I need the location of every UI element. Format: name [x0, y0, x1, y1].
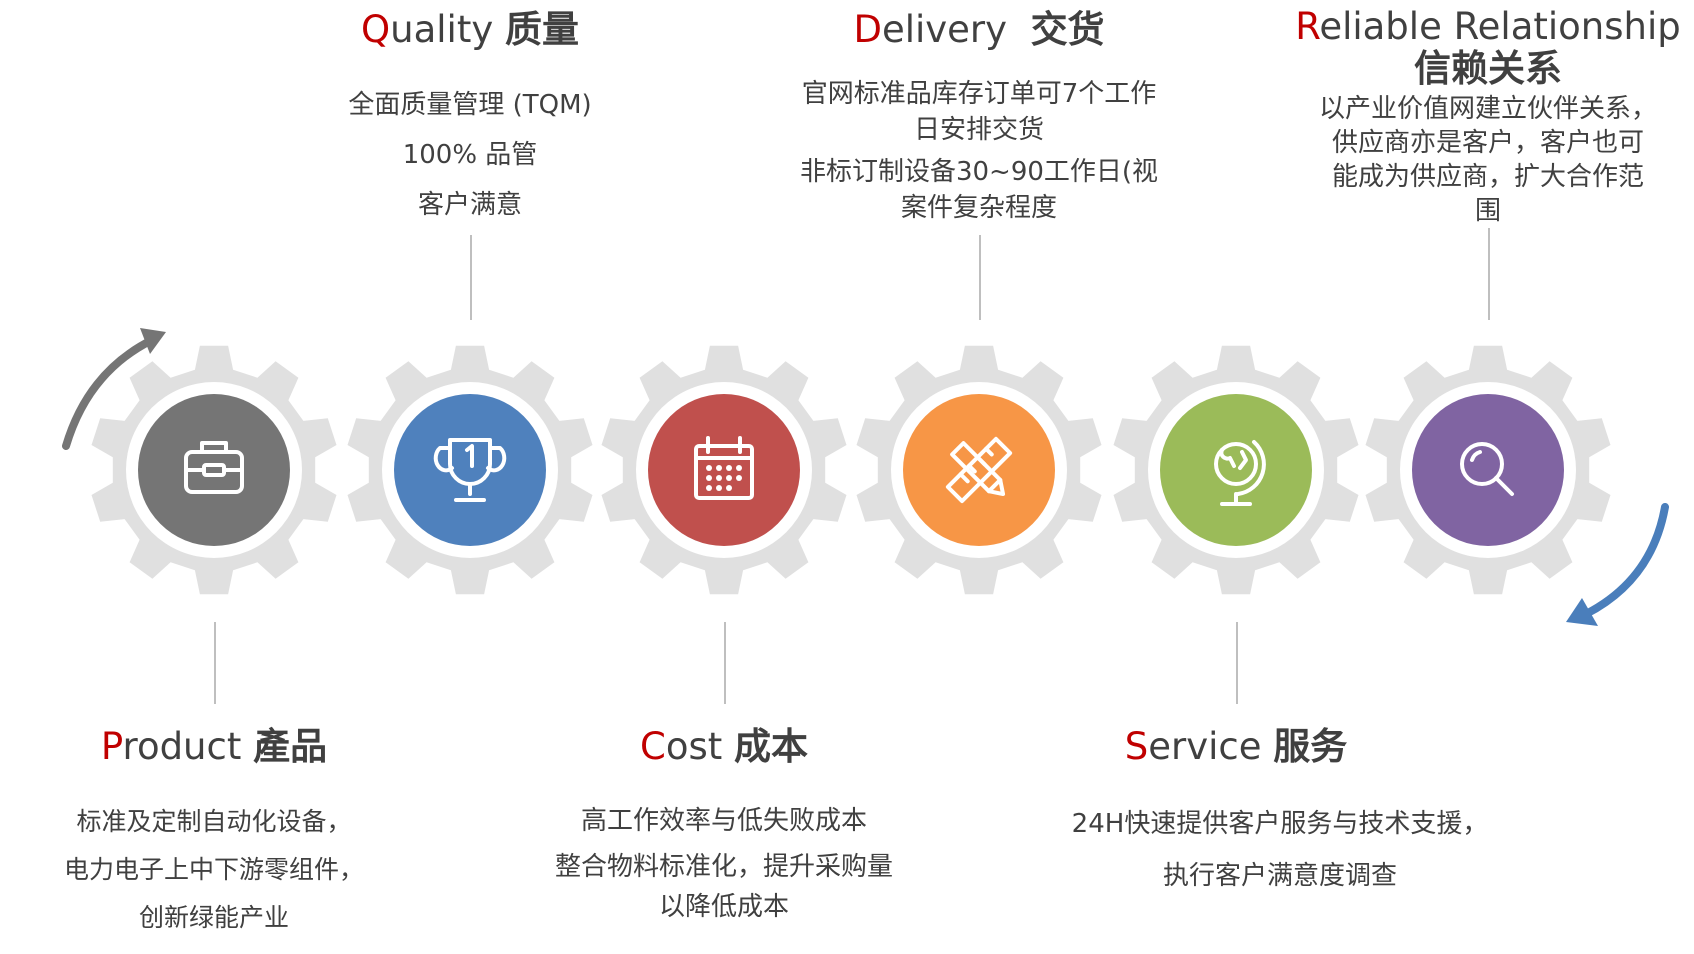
connector-relationship	[1488, 228, 1490, 320]
product-description: 标准及定制自动化设备， 电力电子上中下游零组件， 创新绿能产业	[64, 798, 364, 942]
relationship-line-2: 供应商亦是客户，客户也可	[1331, 128, 1645, 158]
product-gear	[91, 345, 337, 595]
cost-gear	[601, 345, 847, 595]
pencil-ruler-icon	[945, 436, 1013, 504]
cost-line-3: 以降低成本	[658, 892, 790, 922]
delivery-gear	[856, 345, 1102, 595]
connector-quality	[470, 235, 472, 320]
delivery-line-4: 案件复杂程度	[900, 193, 1058, 223]
relationship-circle	[1412, 394, 1564, 546]
product-title-rest: roduct	[122, 725, 242, 768]
service-description: 24H快速提供客户服务与技术支援， 执行客户满意度调查	[1072, 798, 1489, 902]
delivery-line-1: 官网标准品库存订单可7个工作	[801, 79, 1157, 109]
service-circle	[1160, 394, 1312, 546]
cycle-arrow-right-icon	[1566, 503, 1669, 626]
service-line-1: 24H快速提供客户服务与技术支援，	[1071, 809, 1489, 839]
connector-cost	[724, 622, 726, 704]
service-heading: Service 服务	[1125, 725, 1348, 769]
quality-line-1: 全面质量管理 (TQM)	[348, 90, 592, 120]
cost-heading: Cost 成本	[640, 725, 808, 769]
connector-delivery	[979, 235, 981, 320]
relationship-gear	[1365, 345, 1611, 595]
quality-title-cn: 质量	[504, 8, 579, 51]
cost-line-2: 整合物料标准化，提升采购量	[554, 852, 894, 882]
calendar-icon	[694, 436, 754, 500]
delivery-line-3: 非标订制设备30~90工作日(视	[799, 157, 1159, 187]
relationship-line-3: 能成为供应商，扩大合作范	[1331, 162, 1645, 192]
connector-product	[214, 622, 216, 704]
relationship-heading: Reliable Relationship 信赖关系	[1295, 6, 1680, 90]
quality-heading: Quality 质量	[361, 8, 579, 52]
service-title-cn: 服务	[1273, 725, 1348, 768]
product-initial: P	[100, 725, 123, 768]
product-line-1: 标准及定制自动化设备，	[76, 807, 352, 836]
relationship-line-1: 以产业价值网建立伙伴关系，	[1318, 94, 1658, 124]
relationship-title-cn: 信赖关系	[1414, 47, 1562, 90]
cost-title-cn: 成本	[734, 725, 809, 768]
delivery-circle	[903, 394, 1055, 546]
product-title-cn: 產品	[253, 725, 328, 768]
quality-circle	[394, 394, 546, 546]
cycle-arrow-left-icon	[62, 328, 166, 450]
delivery-title-rest: elivery	[881, 8, 1008, 51]
delivery-description: 官网标准品库存订单可7个工作 日安排交货 非标订制设备30~90工作日(视 案件…	[800, 76, 1158, 226]
quality-title-rest: uality	[390, 8, 494, 51]
product-circle	[138, 394, 290, 546]
globe-icon	[1214, 440, 1266, 506]
product-line-2: 电力电子上中下游零组件，	[63, 855, 365, 884]
toolbox-icon	[184, 441, 244, 494]
relationship-initial: R	[1295, 5, 1320, 48]
cost-initial: C	[639, 725, 666, 768]
service-gear	[1113, 345, 1359, 595]
trophy-icon	[433, 438, 507, 502]
product-heading: Product 產品	[101, 725, 327, 769]
delivery-initial: D	[853, 8, 882, 51]
service-line-2: 执行客户满意度调查	[1162, 861, 1398, 891]
product-line-3: 创新绿能产业	[138, 903, 290, 932]
cost-circle	[648, 394, 800, 546]
delivery-heading: Delivery 交货	[853, 8, 1104, 52]
relationship-title-rest: eliable Relationship	[1319, 5, 1681, 48]
quality-gear	[347, 345, 593, 595]
service-initial: S	[1124, 725, 1149, 768]
relationship-description: 以产业价值网建立伙伴关系， 供应商亦是客户，客户也可 能成为供应商，扩大合作范 …	[1319, 92, 1657, 228]
connector-service	[1236, 622, 1238, 704]
search-icon	[1460, 442, 1514, 496]
cost-title-rest: ost	[665, 725, 723, 768]
service-title-rest: ervice	[1148, 725, 1262, 768]
cost-description: 高工作效率与低失败成本 整合物料标准化，提升采购量 以降低成本	[555, 798, 893, 930]
delivery-title-cn: 交货	[1030, 8, 1105, 51]
quality-initial: Q	[361, 8, 391, 51]
delivery-line-2: 日安排交货	[913, 115, 1045, 145]
cost-line-1: 高工作效率与低失败成本	[580, 806, 868, 836]
quality-line-3: 客户满意	[417, 190, 522, 220]
quality-line-2: 100% 品管	[402, 140, 538, 170]
quality-description: 全面质量管理 (TQM) 100% 品管 客户满意	[348, 80, 591, 230]
relationship-line-4: 围	[1474, 196, 1502, 226]
